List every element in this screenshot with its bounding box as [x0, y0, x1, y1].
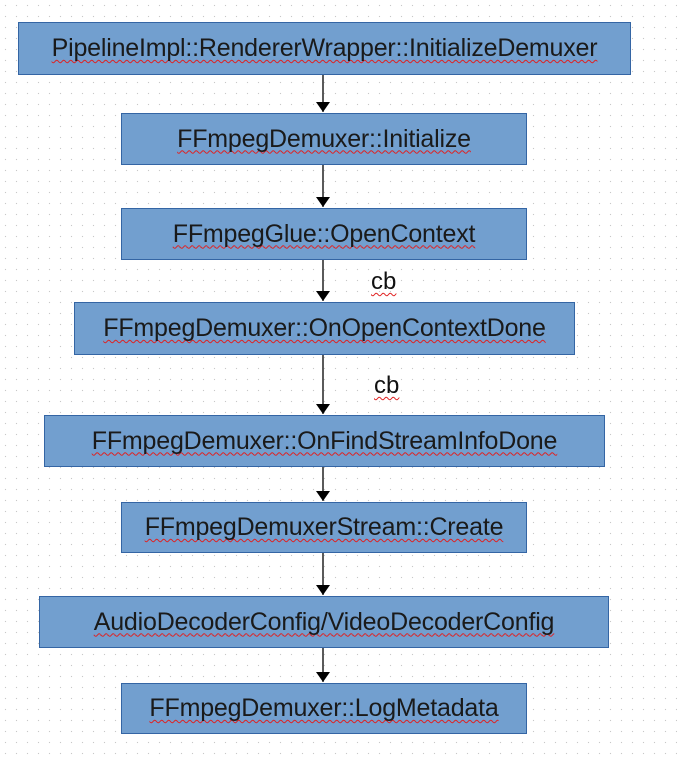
node-label: PipelineImpl::RendererWrapper::Initializ…	[51, 34, 598, 62]
node-ffmpeg-demuxer-initialize[interactable]: FFmpegDemuxer::Initialize	[121, 113, 527, 165]
node-log-metadata[interactable]: FFmpegDemuxer::LogMetadata	[121, 683, 527, 734]
node-on-find-stream-info-done[interactable]: FFmpegDemuxer::OnFindStreamInfoDone	[44, 415, 605, 467]
node-decoder-config[interactable]: AudioDecoderConfig/VideoDecoderConfig	[39, 596, 609, 648]
edge-label-cb-1: cb	[371, 268, 397, 295]
node-initialize-demuxer[interactable]: PipelineImpl::RendererWrapper::Initializ…	[18, 22, 631, 75]
node-label: FFmpegGlue::OpenContext	[172, 219, 476, 248]
node-label: FFmpegDemuxer::Initialize	[177, 124, 471, 153]
edge-label-cb-2: cb	[374, 372, 400, 399]
node-demuxer-stream-create[interactable]: FFmpegDemuxerStream::Create	[121, 502, 527, 553]
node-on-open-context-done[interactable]: FFmpegDemuxer::OnOpenContextDone	[74, 302, 575, 355]
node-label: FFmpegDemuxer::LogMetadata	[149, 694, 499, 722]
node-label: FFmpegDemuxer::OnOpenContextDone	[103, 314, 546, 342]
node-ffmpeg-glue-open-context[interactable]: FFmpegGlue::OpenContext	[121, 208, 527, 260]
node-label: FFmpegDemuxerStream::Create	[144, 513, 504, 541]
node-label: AudioDecoderConfig/VideoDecoderConfig	[93, 607, 555, 636]
node-label: FFmpegDemuxer::OnFindStreamInfoDone	[91, 426, 558, 455]
